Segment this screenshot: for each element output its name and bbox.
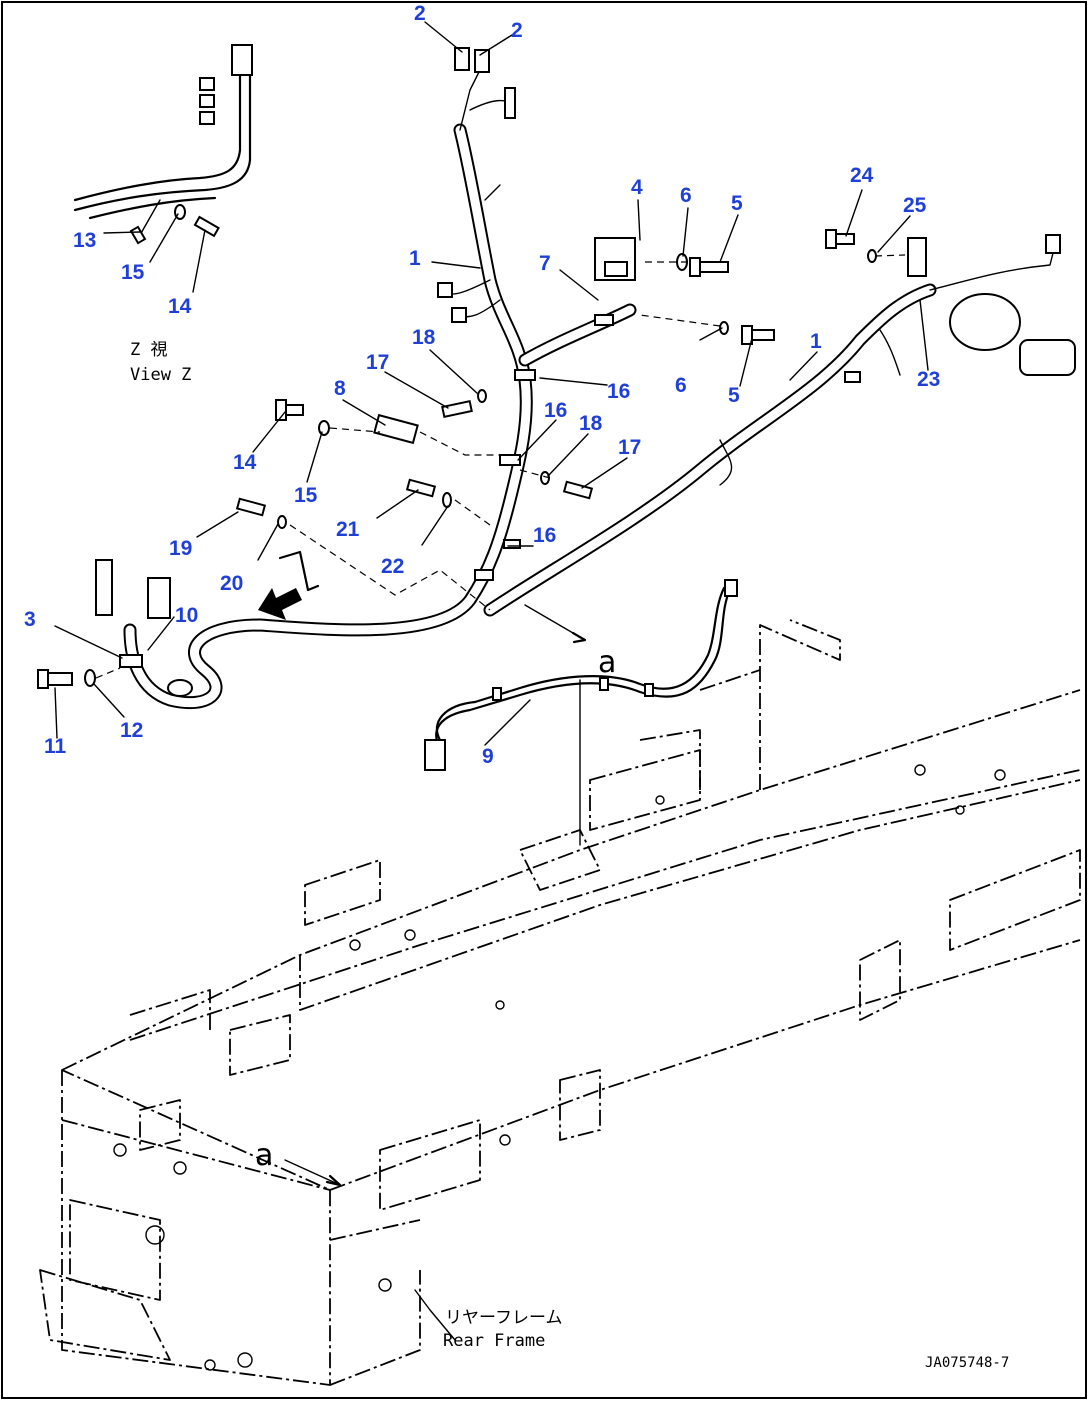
callout-14: 14 bbox=[168, 295, 192, 318]
view-z-label-jp: Z 視 bbox=[130, 340, 167, 360]
callout-9: 9 bbox=[482, 745, 494, 768]
callout-24: 24 bbox=[850, 164, 874, 187]
harness-connectors bbox=[95, 47, 1076, 697]
callout-17: 17 bbox=[366, 351, 389, 374]
callout-2: 2 bbox=[511, 19, 523, 42]
view-z-label: Z 視 View Z bbox=[130, 340, 191, 385]
callout-15: 15 bbox=[294, 484, 318, 507]
callout-7: 7 bbox=[539, 252, 551, 275]
frame-label-en: Rear Frame bbox=[443, 1331, 545, 1351]
hardware-fasteners bbox=[37, 204, 877, 689]
main-wiring-harness bbox=[119, 69, 1056, 710]
callout-17: 17 bbox=[618, 436, 641, 459]
callout-12: 12 bbox=[120, 719, 143, 742]
view-z-inset bbox=[73, 44, 253, 245]
section-mark-upper: a bbox=[598, 645, 616, 680]
leader-lines bbox=[54, 21, 929, 1341]
callout-18: 18 bbox=[412, 326, 436, 349]
view-z-label-en: View Z bbox=[130, 365, 191, 385]
callout-2: 2 bbox=[414, 2, 426, 25]
callout-25: 25 bbox=[903, 194, 927, 217]
callout-8: 8 bbox=[334, 377, 346, 400]
sub-harness-9 bbox=[424, 579, 738, 771]
callout-14: 14 bbox=[233, 451, 257, 474]
callout-6: 6 bbox=[680, 184, 692, 207]
rear-frame-outline bbox=[39, 619, 1081, 1386]
callout-3: 3 bbox=[24, 608, 36, 631]
drawing-number: JA075748-7 bbox=[925, 1355, 1009, 1371]
callout-6: 6 bbox=[675, 374, 687, 397]
callout-23: 23 bbox=[917, 368, 940, 391]
callout-16: 16 bbox=[607, 380, 630, 403]
callout-15: 15 bbox=[121, 261, 145, 284]
callout-1: 1 bbox=[409, 247, 421, 270]
callout-13: 13 bbox=[73, 229, 96, 252]
callout-20: 20 bbox=[220, 572, 243, 595]
callout-5: 5 bbox=[728, 384, 740, 407]
callout-18: 18 bbox=[579, 412, 603, 435]
callout-10: 10 bbox=[175, 604, 198, 627]
callout-19: 19 bbox=[169, 537, 192, 560]
callout-16: 16 bbox=[544, 399, 567, 422]
view-z-arrow bbox=[258, 550, 320, 620]
callout-4: 4 bbox=[631, 176, 643, 199]
assembly-dashed-lines bbox=[95, 254, 906, 679]
callout-21: 21 bbox=[336, 518, 360, 541]
section-mark-lower: a bbox=[255, 1138, 273, 1173]
callout-16: 16 bbox=[533, 524, 556, 547]
callout-5: 5 bbox=[731, 192, 743, 215]
callout-labels: 2 2 13 15 14 1 4 6 5 7 24 25 1 18 17 16 … bbox=[24, 2, 940, 768]
callout-11: 11 bbox=[44, 735, 67, 758]
callout-22: 22 bbox=[381, 555, 404, 578]
callout-1: 1 bbox=[810, 330, 822, 353]
frame-label-jp: リヤーフレーム bbox=[445, 1308, 562, 1328]
